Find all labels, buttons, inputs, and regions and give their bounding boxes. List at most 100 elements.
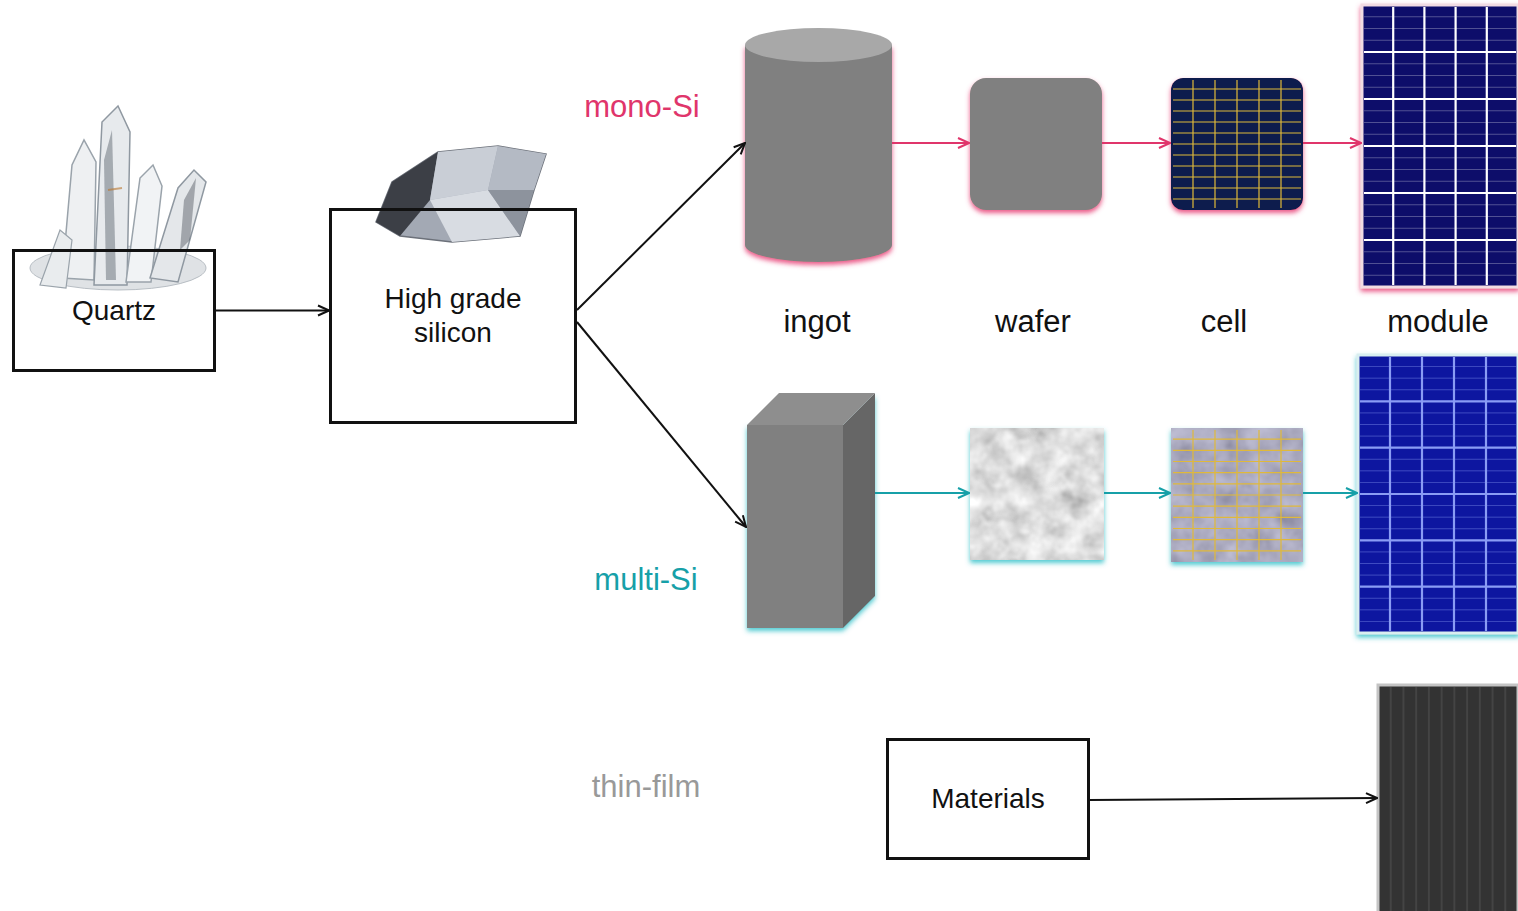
- mono-wafer: [970, 78, 1102, 210]
- wafer-base: [970, 428, 1104, 560]
- grid-line: [1173, 450, 1301, 451]
- grid-line: [1364, 40, 1516, 41]
- grid-line: [1360, 493, 1516, 495]
- multi-module: [1358, 355, 1518, 633]
- grid-line: [1402, 687, 1404, 911]
- grid-line: [1364, 134, 1516, 135]
- process-box: Quartz: [12, 249, 216, 372]
- grid-line: [1173, 99, 1301, 100]
- block-front: [747, 425, 843, 628]
- grid-line: [1441, 687, 1443, 911]
- grid-line: [1360, 621, 1516, 622]
- grid-line: [1504, 687, 1506, 911]
- flow-arrow: [1303, 142, 1361, 144]
- grid-line: [1364, 251, 1516, 252]
- series-label: thin-film: [592, 768, 701, 805]
- grid-line: [1415, 687, 1417, 911]
- crystal-prism: [94, 106, 130, 285]
- grid-line: [1453, 687, 1455, 911]
- stage-label: cell: [1201, 303, 1248, 340]
- grid-line: [1173, 110, 1301, 111]
- grid-line: [1360, 575, 1516, 576]
- grid-line: [1173, 88, 1301, 89]
- grid-line: [1173, 550, 1301, 551]
- crystal-prism: [40, 230, 72, 288]
- flow-arrow: [216, 310, 329, 312]
- grid-line: [1492, 687, 1494, 911]
- grid-line: [1364, 239, 1516, 241]
- lump-facet: [376, 152, 438, 236]
- grid-line: [1364, 157, 1516, 158]
- stage-label: ingot: [783, 303, 850, 340]
- flow-arrow: [875, 492, 969, 494]
- grid-line: [1360, 517, 1516, 518]
- grid-line: [1364, 263, 1516, 264]
- grid-line: [1360, 424, 1516, 425]
- grid-line: [1428, 687, 1430, 911]
- series-label: multi-Si: [594, 561, 697, 598]
- grid-line: [1360, 459, 1516, 460]
- grid-line: [1360, 539, 1516, 541]
- grid-line: [1390, 687, 1392, 911]
- cell-base: [1171, 428, 1303, 562]
- multi-cell: [1171, 428, 1303, 562]
- grid-line: [1360, 505, 1516, 506]
- mono-module: [1362, 5, 1518, 287]
- crystal-shade: [104, 130, 116, 280]
- grid-line: [1360, 586, 1516, 588]
- grid-line: [1360, 540, 1516, 541]
- grid-line: [1364, 145, 1516, 147]
- grid-line: [1173, 483, 1301, 484]
- grid-line: [1360, 400, 1516, 402]
- grid-line: [1173, 539, 1301, 540]
- grid-line: [1364, 63, 1516, 64]
- grid-line: [1364, 204, 1516, 205]
- lump-facet: [488, 190, 534, 236]
- crystal-prism: [150, 170, 206, 282]
- stage-label: wafer: [995, 303, 1071, 340]
- crystal-streak: [108, 188, 122, 190]
- grid-line: [1364, 52, 1516, 53]
- grid-line: [1364, 28, 1516, 29]
- grid-line: [1364, 16, 1516, 17]
- box-label: Quartz: [72, 294, 156, 328]
- grid-line: [1360, 528, 1516, 529]
- grid-line: [1360, 401, 1516, 402]
- block-top: [747, 393, 875, 425]
- grid-line: [1364, 192, 1516, 194]
- grid-line: [1173, 461, 1301, 462]
- process-box: Materials: [886, 738, 1090, 860]
- grid-line: [1364, 122, 1516, 123]
- flow-arrow: [1303, 492, 1357, 494]
- grid-line: [1173, 165, 1301, 166]
- grid-line: [1173, 187, 1301, 188]
- grid-line: [1173, 121, 1301, 122]
- flow-arrow: [892, 142, 969, 144]
- process-box: High grade silicon: [329, 208, 577, 424]
- mono-cell: [1171, 78, 1303, 210]
- cell-texture: [1171, 428, 1303, 562]
- grid-line: [1364, 110, 1516, 111]
- grid-line: [1360, 447, 1516, 448]
- flow-arrow: [1104, 492, 1170, 494]
- grid-line: [1173, 494, 1301, 495]
- grid-line: [1360, 609, 1516, 610]
- multi-ingot: [747, 393, 875, 628]
- thin-film-module: [1378, 685, 1518, 911]
- grid-line: [1173, 132, 1301, 133]
- grid-line: [1360, 470, 1516, 471]
- grid-line: [1364, 193, 1516, 194]
- grid-line: [1360, 598, 1516, 599]
- grid-line: [1173, 528, 1301, 529]
- crystal-shade: [180, 178, 196, 250]
- block-side: [843, 393, 875, 628]
- grid-line: [1173, 506, 1301, 507]
- grid-line: [1466, 687, 1468, 911]
- lump-facet: [488, 146, 546, 190]
- lump-body: [376, 146, 546, 242]
- grid-line: [1360, 482, 1516, 483]
- grid-line: [1360, 586, 1516, 587]
- ingot-body: [745, 45, 892, 245]
- grid-line: [1173, 154, 1301, 155]
